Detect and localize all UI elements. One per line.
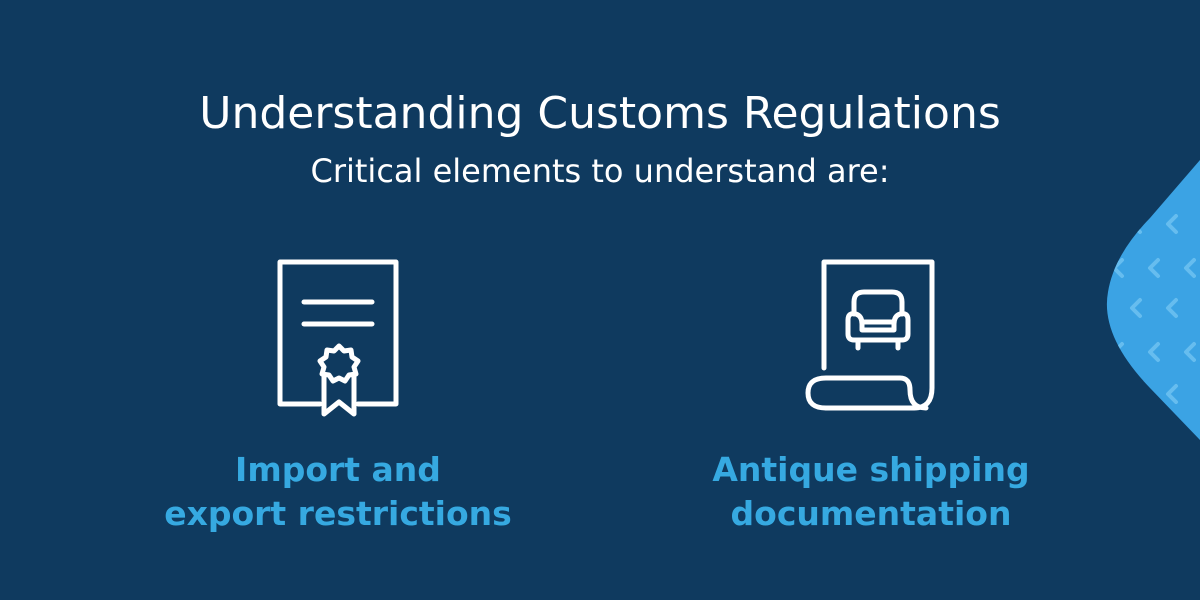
item-label-line: Antique shipping [712,450,1030,489]
item-label-line: export restrictions [164,494,512,533]
scroll-with-armchair-icon [805,259,935,411]
decorative-chevron-diamond [1106,160,1200,440]
item-antique-shipping: Antique shipping documentation [651,258,1091,536]
page-title: Understanding Customs Regulations [199,88,1001,139]
item-label: Antique shipping documentation [651,448,1091,536]
chevron-left-icon [1130,298,1178,318]
item-label: Import and export restrictions [118,448,558,536]
item-label-line: documentation [730,494,1012,533]
item-label-line: Import and [235,450,441,489]
certificate-document-icon [277,259,399,417]
item-import-export: Import and export restrictions [118,258,558,536]
page-subtitle: Critical elements to understand are: [310,152,890,190]
